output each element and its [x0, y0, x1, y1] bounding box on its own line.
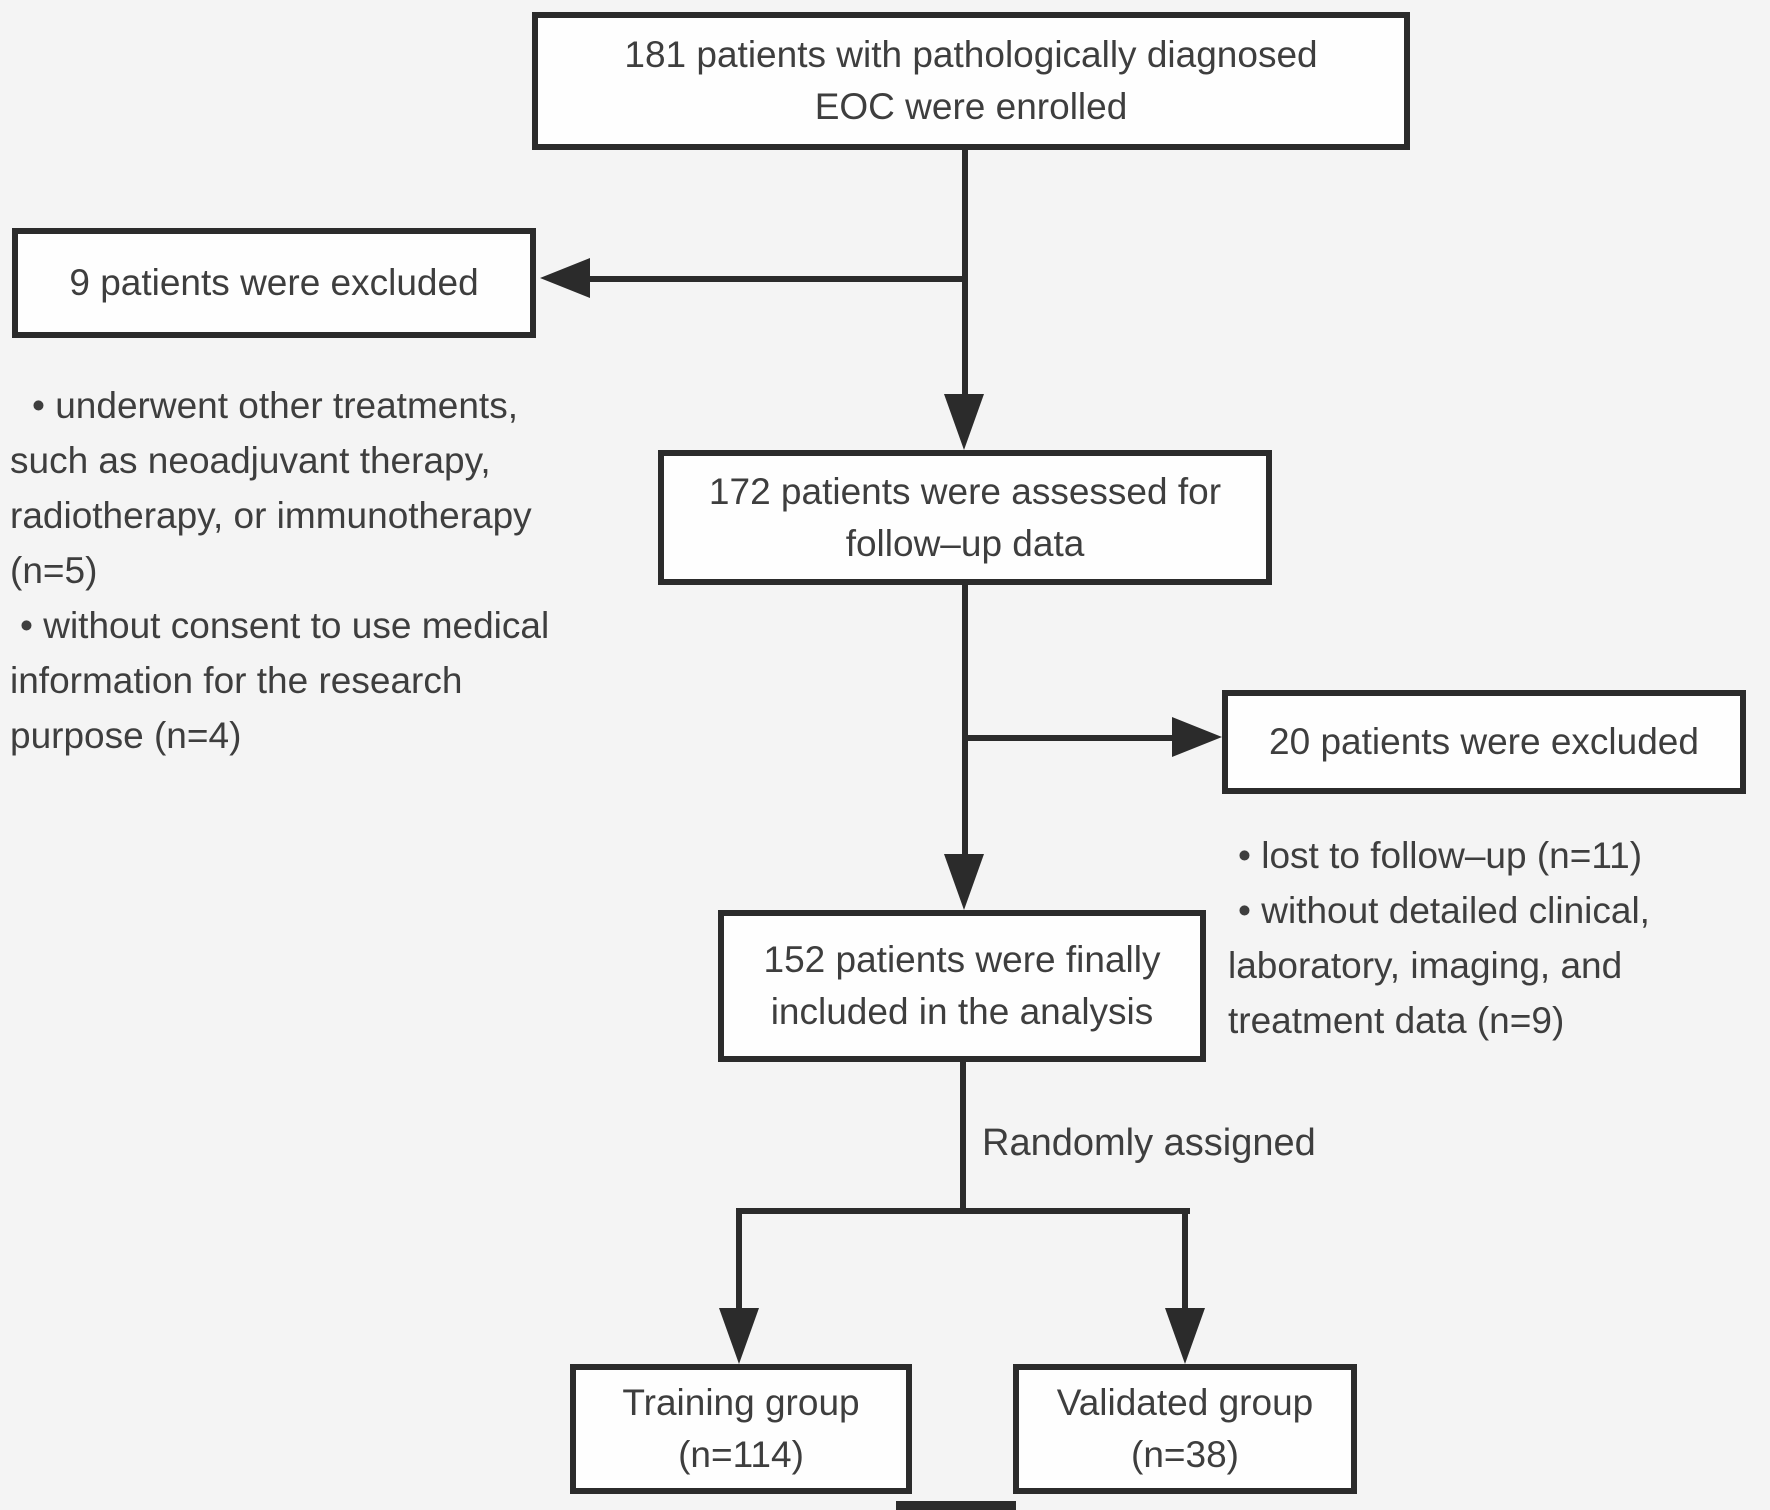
arrowhead-down-training-icon — [719, 1308, 759, 1364]
box-validated-line2: (n=38) — [1131, 1434, 1239, 1475]
note-line: purpose (n=4) — [10, 715, 242, 756]
note-line: information for the research — [10, 660, 463, 701]
box-included: 152 patients were finally included in th… — [718, 910, 1206, 1062]
randomly-assigned-label: Randomly assigned — [982, 1122, 1316, 1164]
box-validated-line1: Validated group — [1056, 1382, 1314, 1423]
connector-enrolled-to-assessed — [962, 150, 968, 398]
connector-split-to-training — [736, 1208, 742, 1312]
note-line: radiotherapy, or immunotherapy — [10, 495, 532, 536]
box-training-line2: (n=114) — [678, 1434, 804, 1475]
box-included-line2: included in the analysis — [770, 991, 1154, 1032]
arrowhead-left-excluded9-icon — [540, 258, 590, 298]
box-enrolled-line1: 181 patients with pathologically diagnos… — [624, 34, 1318, 75]
box-assessed-line2: follow–up data — [845, 522, 1085, 564]
connector-to-excluded9 — [586, 276, 966, 282]
connector-split-bar — [736, 1208, 1190, 1214]
arrowhead-down-assessed-icon — [944, 394, 984, 450]
box-training-line1: Training group — [622, 1382, 860, 1423]
note-line: • without consent to use medical — [20, 605, 550, 646]
note-line: treatment data (n=9) — [1228, 1000, 1565, 1041]
arrowhead-down-validated-icon — [1165, 1308, 1205, 1364]
note-excluded20-reasons: • lost to follow–up (n=11) • without det… — [1228, 828, 1650, 1048]
box-training-group: Training group (n=114) — [570, 1364, 912, 1494]
connector-assessed-to-included — [962, 585, 968, 858]
bottom-edge-line-artifact — [896, 1501, 1016, 1510]
box-enrolled-line2: EOC were enrolled — [814, 86, 1128, 127]
connector-included-to-split — [960, 1062, 966, 1214]
note-line: (n=5) — [10, 550, 98, 591]
note-line: • lost to follow–up (n=11) — [1238, 835, 1643, 876]
note-line: • underwent other treatments, — [32, 385, 518, 426]
connector-split-to-validated — [1182, 1208, 1188, 1312]
box-excluded-20: 20 patients were excluded — [1222, 690, 1746, 794]
box-excluded-9-line1: 9 patients were excluded — [69, 262, 479, 303]
box-included-line1: 152 patients were finally — [763, 939, 1161, 980]
note-excluded9-reasons: • underwent other treatments, such as ne… — [10, 378, 549, 763]
box-excluded-9: 9 patients were excluded — [12, 228, 536, 338]
connector-to-excluded20 — [962, 735, 1172, 741]
box-validated-group: Validated group (n=38) — [1013, 1364, 1357, 1494]
box-assessed: 172 patients were assessed for follow–up… — [658, 450, 1272, 585]
arrowhead-right-excluded20-icon — [1172, 717, 1222, 757]
arrowhead-down-included-icon — [944, 854, 984, 910]
box-excluded-20-line1: 20 patients were excluded — [1269, 721, 1699, 762]
box-enrolled: 181 patients with pathologically diagnos… — [532, 12, 1410, 150]
box-assessed-line1: 172 patients were assessed for — [708, 470, 1222, 512]
note-line: laboratory, imaging, and — [1228, 945, 1623, 986]
note-line: such as neoadjuvant therapy, — [10, 440, 491, 481]
note-line: • without detailed clinical, — [1238, 890, 1650, 931]
